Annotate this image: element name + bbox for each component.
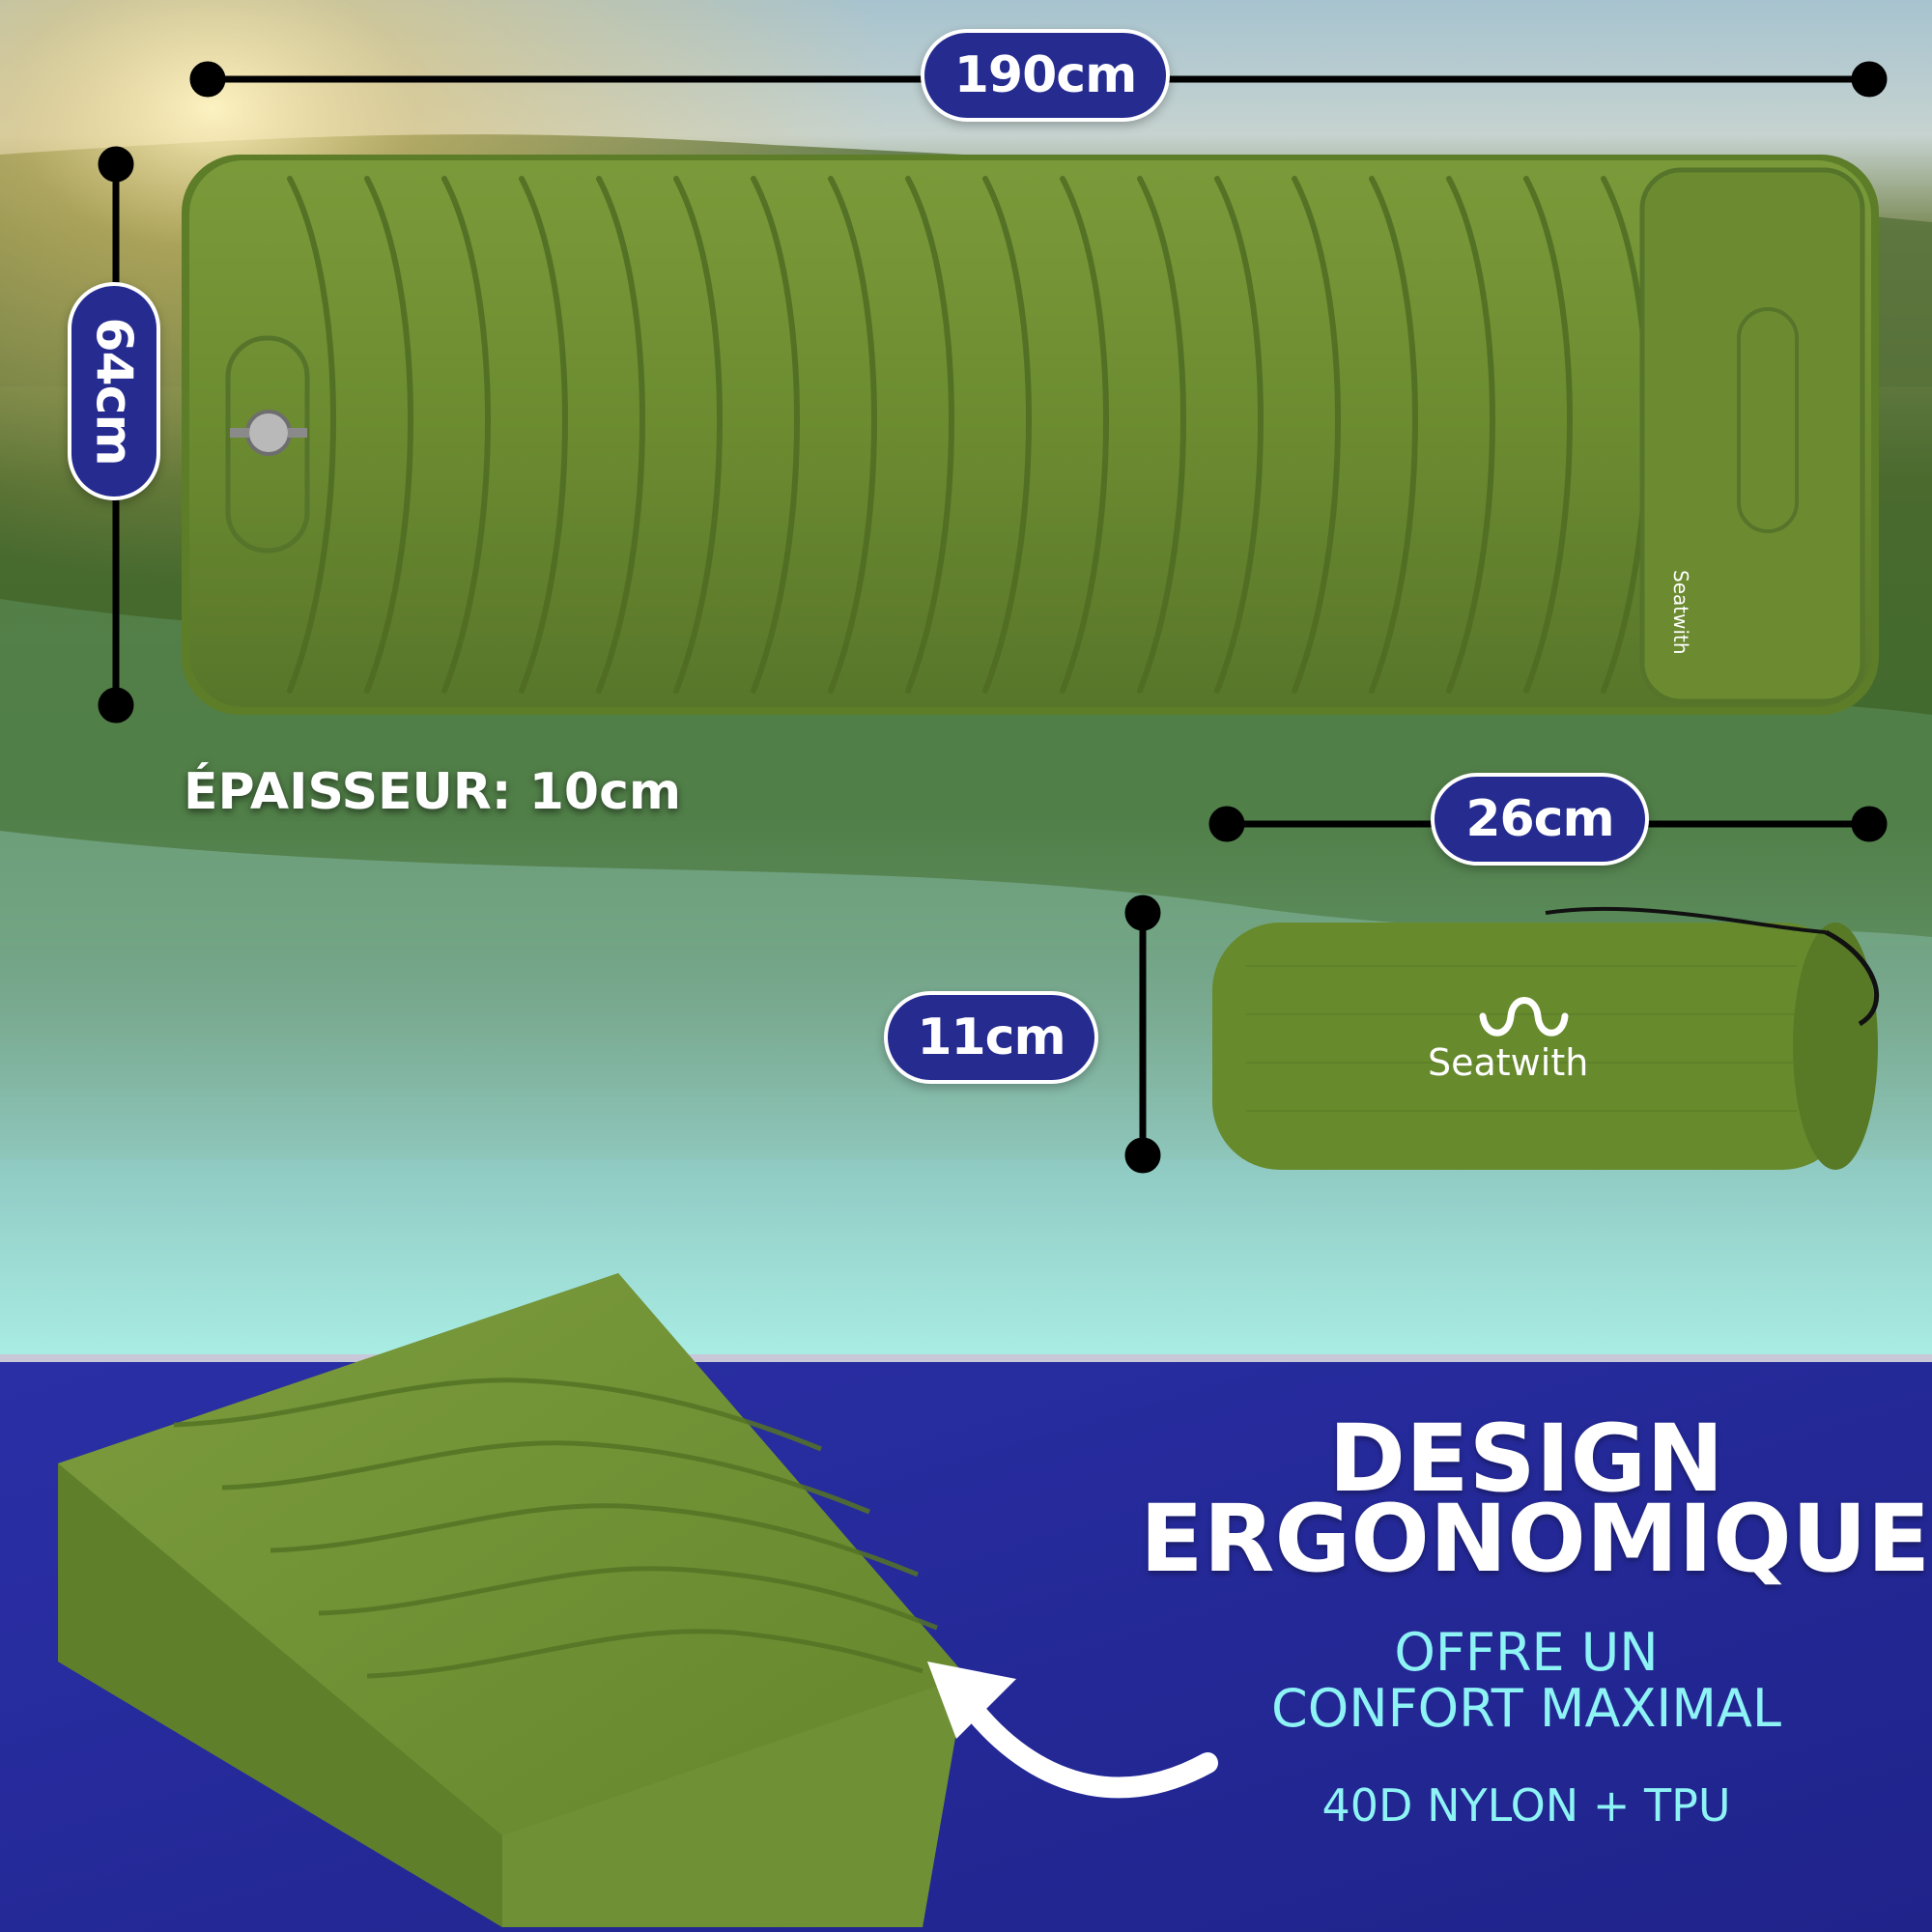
curved-arrow-icon: [927, 1662, 1218, 1799]
length-label: 190cm: [953, 46, 1138, 104]
length-badge: 190cm: [921, 29, 1170, 122]
mattress-cross-section-image: [58, 1273, 966, 1927]
bag-brand-name: Seatwith: [1428, 1041, 1589, 1084]
feature-subtitle-line1: OFFRE UN: [1394, 1622, 1659, 1683]
feature-title-line1: DESIGN: [1328, 1405, 1724, 1513]
pack-length-badge: 26cm: [1431, 773, 1649, 866]
pack-length-label: 26cm: [1465, 790, 1614, 848]
width-badge: 64cm: [68, 282, 160, 500]
pack-diameter-badge: 11cm: [884, 991, 1098, 1084]
sleeping-mat-image: [182, 155, 1879, 715]
wave-logo-icon: [1479, 997, 1569, 1037]
feature-title-line2: ERGONOMIQUE: [1140, 1485, 1931, 1593]
feature-subtitle-line2: CONFORT MAXIMAL: [1271, 1678, 1781, 1739]
material-label: 40D NYLON + TPU: [1321, 1779, 1731, 1832]
mat-brand-name: Seatwith: [1669, 570, 1692, 655]
thickness-label: ÉPAISSEUR: 10cm: [184, 763, 682, 821]
carry-bag-image: [1212, 906, 1879, 1170]
pack-diameter-label: 11cm: [917, 1009, 1065, 1066]
width-label: 64cm: [85, 317, 143, 466]
